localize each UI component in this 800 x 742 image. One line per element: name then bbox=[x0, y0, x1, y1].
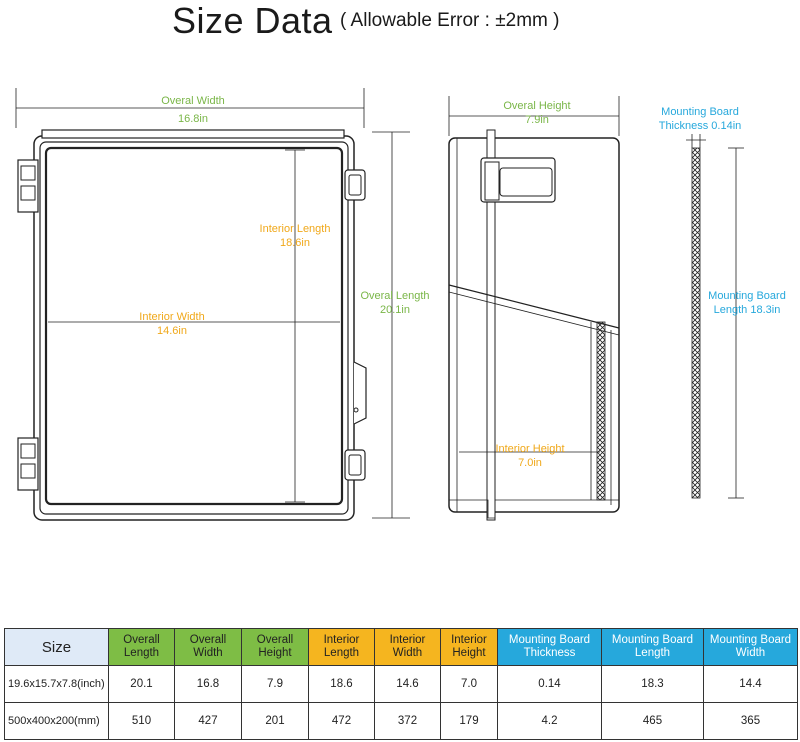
header-label: Thickness bbox=[523, 647, 576, 659]
header-label: Mounting Board bbox=[709, 634, 792, 646]
header-label: Height bbox=[258, 647, 292, 659]
table-cell: 14.4 bbox=[703, 665, 798, 703]
dimension-drawing: Overal Width 16.8in Interior Length 18.6… bbox=[15, 88, 786, 521]
header-size: Size bbox=[4, 628, 109, 666]
overall-height-value: 7.9in bbox=[525, 114, 549, 126]
table-cell: 365 bbox=[703, 702, 798, 740]
front-view: Overal Width 16.8in Interior Length 18.6… bbox=[15, 88, 430, 521]
mounting-board bbox=[691, 147, 701, 499]
table-cell: 500x400x200(mm) bbox=[4, 702, 109, 740]
header-label: Interior bbox=[451, 634, 487, 646]
hinge-bottom bbox=[17, 437, 39, 491]
table-cell: 510 bbox=[108, 702, 175, 740]
interior-width-label: Interior Width bbox=[139, 311, 204, 323]
interior-height-value: 7.0in bbox=[518, 457, 542, 469]
header-label: Width bbox=[193, 647, 223, 659]
board-view: Mounting Board Thickness 0.14in Mounting… bbox=[659, 106, 786, 499]
table-cell: 201 bbox=[241, 702, 309, 740]
table-cell: 372 bbox=[374, 702, 441, 740]
overall-width-label: Overal Width bbox=[161, 95, 225, 107]
side-view: Overal Height 7.9in Interior Height 7.0i… bbox=[448, 96, 620, 521]
board-length-label: Mounting Board bbox=[708, 290, 786, 302]
header-label: Mounting Board bbox=[611, 634, 694, 646]
table-cell: 7.0 bbox=[440, 665, 498, 703]
table-cell: 465 bbox=[601, 702, 704, 740]
table-cell: 16.8 bbox=[174, 665, 242, 703]
side-board-hatch bbox=[596, 321, 606, 501]
table-cell: 0.14 bbox=[497, 665, 602, 703]
interior-height-label: Interior Height bbox=[495, 443, 564, 455]
interior-width-value: 14.6in bbox=[157, 325, 187, 337]
header-label: Width bbox=[735, 647, 766, 659]
header-label: Length bbox=[634, 647, 671, 659]
table-cell: 4.2 bbox=[497, 702, 602, 740]
table-cell: 472 bbox=[308, 702, 375, 740]
header-label: Interior bbox=[389, 634, 426, 646]
title-bar: Size Data ( Allowable Error : ±2mm ) bbox=[0, 0, 800, 48]
header-label: Overall bbox=[123, 634, 160, 646]
overall-width-value: 16.8in bbox=[178, 113, 208, 125]
table-cell: 19.6x15.7x7.8(inch) bbox=[4, 665, 109, 703]
header-label: Size bbox=[41, 638, 72, 656]
header-label: Overall bbox=[189, 634, 227, 646]
table-cell: 14.6 bbox=[374, 665, 441, 703]
overall-length-value: 20.1in bbox=[380, 304, 410, 316]
allowable-error-note: ( Allowable Error : ±2mm ) bbox=[340, 10, 560, 31]
lock-tab bbox=[353, 361, 367, 425]
table-cell: 20.1 bbox=[108, 665, 175, 703]
board-length-value: Length 18.3in bbox=[714, 304, 781, 316]
table-row: 500x400x200(mm) 510 427 201 472 372 179 … bbox=[4, 702, 798, 740]
table-cell: 18.6 bbox=[308, 665, 375, 703]
table-cell: 427 bbox=[174, 702, 242, 740]
header-label: Height bbox=[452, 647, 486, 659]
lid-top-lip bbox=[41, 129, 345, 139]
interior-length-label: Interior Length bbox=[260, 223, 331, 235]
table-cell: 18.3 bbox=[601, 665, 704, 703]
table-cell: 7.9 bbox=[241, 665, 309, 703]
header-label: Mounting Board bbox=[508, 634, 591, 646]
latch-top bbox=[344, 169, 366, 201]
header-label: Length bbox=[123, 647, 160, 659]
enclosure-inner-frame bbox=[39, 141, 349, 515]
table-cell: 179 bbox=[440, 702, 498, 740]
board-thickness-value: Thickness 0.14in bbox=[659, 120, 742, 132]
latch-bottom bbox=[344, 449, 366, 481]
overall-length-label: Overal Length bbox=[360, 290, 429, 302]
table-row: 19.6x15.7x7.8(inch) 20.1 16.8 7.9 18.6 1… bbox=[4, 665, 798, 703]
viewing-window bbox=[44, 146, 344, 506]
header-label: Length bbox=[323, 647, 360, 659]
page-title: Size Data bbox=[172, 0, 333, 41]
hinge-top bbox=[17, 159, 39, 213]
header-label: Width bbox=[392, 647, 423, 659]
overall-height-label: Overal Height bbox=[503, 100, 570, 112]
interior-length-value: 18.6in bbox=[280, 237, 310, 249]
header-label: Interior bbox=[323, 634, 360, 646]
board-thickness-label: Mounting Board bbox=[661, 106, 739, 118]
header-label: Overall bbox=[256, 634, 294, 646]
